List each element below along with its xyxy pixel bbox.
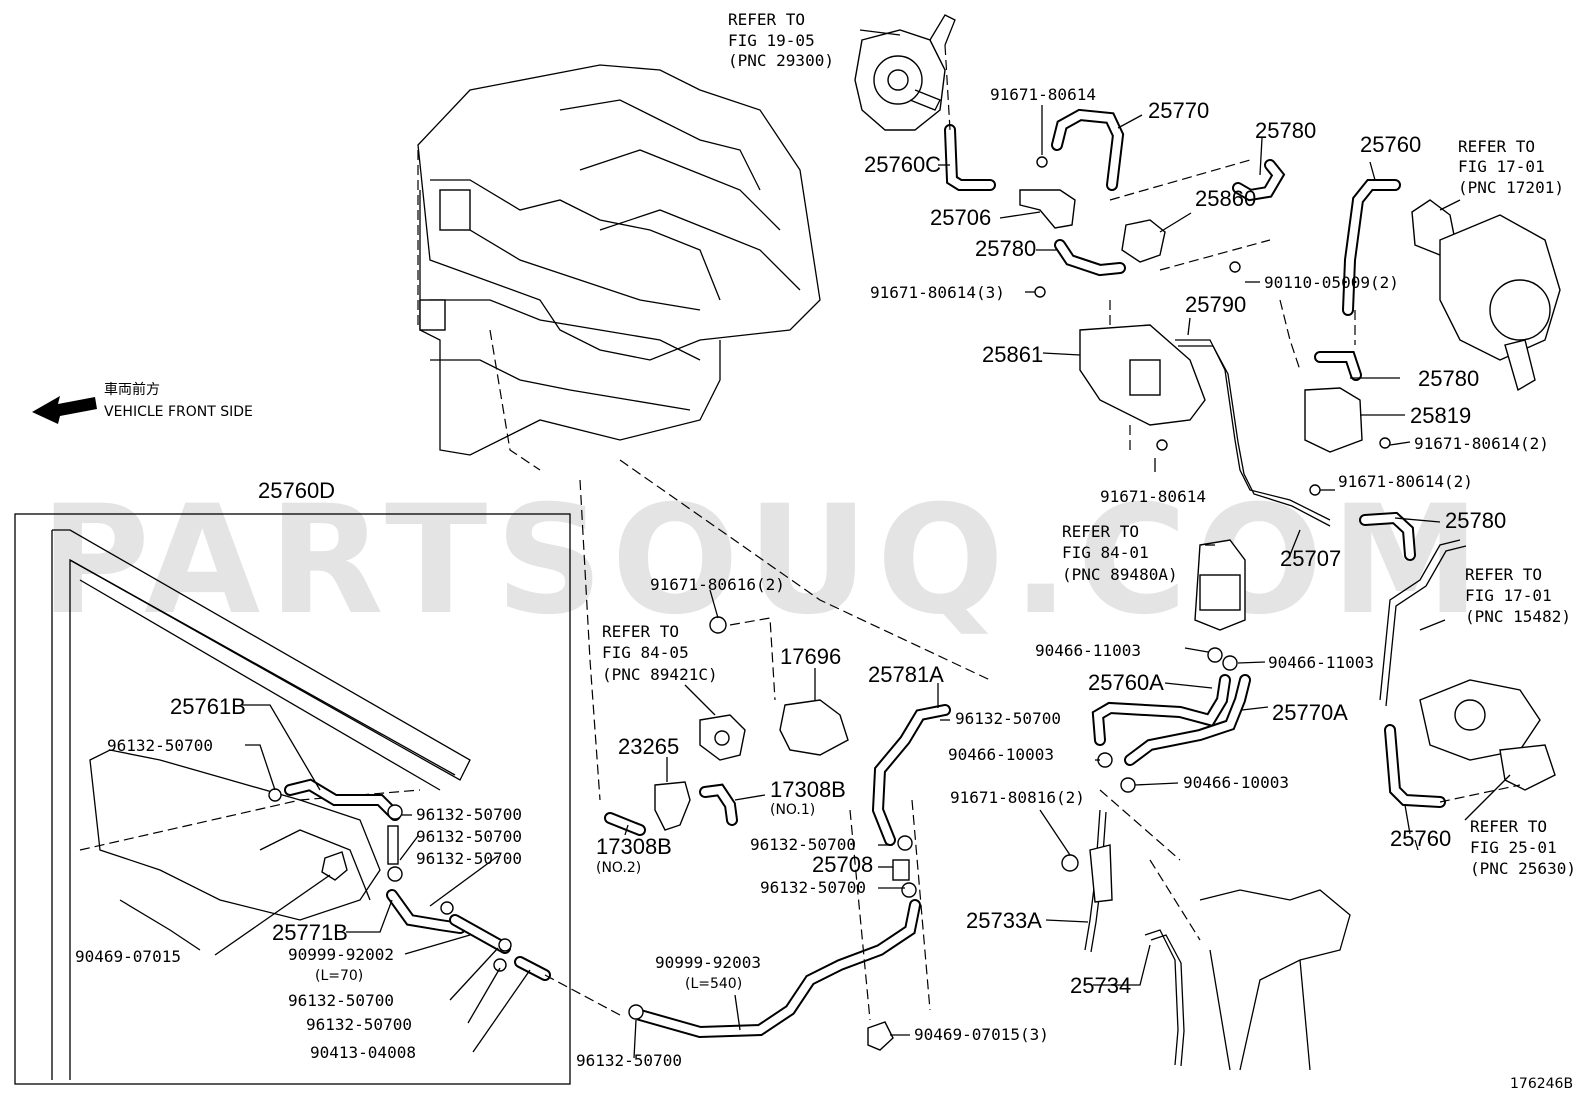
label-91671-80816: 91671-80816(2) bbox=[950, 788, 1085, 807]
label-25771B: 25771B bbox=[272, 920, 348, 945]
ref-1: REFER TO FIG 19-05 (PNC 29300) bbox=[728, 10, 834, 70]
ref-2-line-3: (PNC 17201) bbox=[1458, 178, 1564, 197]
diagram-id: 176246B bbox=[1510, 1076, 1573, 1092]
label-25760D: 25760D bbox=[258, 478, 335, 503]
label-90466-10003-a: 90466-10003 bbox=[948, 745, 1054, 764]
label-96132-50700-a: 96132-50700 bbox=[955, 709, 1061, 728]
vehicle-front-indicator: 車両前方 VEHICLE FRONT SIDE bbox=[32, 381, 253, 424]
ref-1-line-1: REFER TO bbox=[728, 10, 805, 29]
label-96132-50700-d: 96132-50700 bbox=[576, 1051, 682, 1070]
label-25706: 25706 bbox=[930, 205, 991, 230]
label-25760A: 25760A bbox=[1088, 670, 1164, 695]
ref-5-line-1: REFER TO bbox=[602, 622, 679, 641]
bolt-icons bbox=[1034, 156, 1391, 496]
ref-4-line-1: REFER TO bbox=[1465, 565, 1542, 584]
ref-5-line-3: (PNC 89421C) bbox=[602, 665, 718, 684]
ref-5-line-2: FIG 84-05 bbox=[602, 643, 689, 662]
label-25861: 25861 bbox=[982, 342, 1043, 367]
front-label-en: VEHICLE FRONT SIDE bbox=[104, 404, 253, 420]
label-25734: 25734 bbox=[1070, 973, 1131, 998]
ref-6-line-2: FIG 25-01 bbox=[1470, 838, 1557, 857]
ref-5: REFER TO FIG 84-05 (PNC 89421C) bbox=[602, 622, 718, 684]
egr-cooler-illustration bbox=[1419, 679, 1556, 791]
engine-illustration bbox=[417, 64, 821, 471]
label-17308B-no1: 17308B bbox=[770, 777, 846, 802]
label-25770: 25770 bbox=[1148, 98, 1209, 123]
front-arrow-icon bbox=[32, 396, 97, 424]
label-25781A: 25781A bbox=[868, 662, 944, 687]
label-96132-50700-h: 96132-50700 bbox=[416, 849, 522, 868]
ref-1-line-3: (PNC 29300) bbox=[728, 51, 834, 70]
label-25819: 25819 bbox=[1410, 403, 1471, 428]
ref-4-line-3: (PNC 15482) bbox=[1465, 607, 1571, 626]
label-91671-80614-b: 91671-80614 bbox=[1100, 487, 1206, 506]
label-90466-11003-b: 90466-11003 bbox=[1268, 653, 1374, 672]
label-25707: 25707 bbox=[1280, 546, 1341, 571]
label-90413-04008: 90413-04008 bbox=[310, 1043, 416, 1062]
label-25780-lower: 25780 bbox=[1445, 508, 1506, 533]
ref-4-line-2: FIG 17-01 bbox=[1465, 586, 1552, 605]
label-25790: 25790 bbox=[1185, 292, 1246, 317]
label-90469-07015: 90469-07015 bbox=[75, 947, 181, 966]
label-25708: 25708 bbox=[812, 852, 873, 877]
ref-3-line-1: REFER TO bbox=[1062, 522, 1139, 541]
label-25760-top: 25760 bbox=[1360, 132, 1421, 157]
label-96132-50700-f: 96132-50700 bbox=[416, 805, 522, 824]
label-90466-11003-a: 90466-11003 bbox=[1035, 641, 1141, 660]
ref-6: REFER TO FIG 25-01 (PNC 25630) bbox=[1470, 817, 1576, 878]
label-25860: 25860 bbox=[1195, 186, 1256, 211]
label-91671-80616: 91671-80616(2) bbox=[650, 575, 785, 594]
label-96132-50700-g: 96132-50700 bbox=[416, 827, 522, 846]
label-96132-50700-c: 96132-50700 bbox=[760, 878, 866, 897]
ref-1-line-2: FIG 19-05 bbox=[728, 31, 815, 50]
label-25780-right: 25780 bbox=[1418, 366, 1479, 391]
detail-box bbox=[14, 513, 571, 1085]
ref-3-line-2: FIG 84-01 bbox=[1062, 543, 1149, 562]
label-96132-50700-e: 96132-50700 bbox=[107, 736, 213, 755]
label-25780-top: 25780 bbox=[1255, 118, 1316, 143]
vacuum-pump-illustration bbox=[854, 14, 956, 131]
label-96132-50700-j: 96132-50700 bbox=[306, 1015, 412, 1034]
label-90999-92003-note: (L=540) bbox=[685, 976, 742, 992]
ref-6-line-3: (PNC 25630) bbox=[1470, 859, 1576, 878]
label-25780-mid: 25780 bbox=[975, 236, 1036, 261]
ref-3: REFER TO FIG 84-01 (PNC 89480A) bbox=[1062, 522, 1178, 584]
label-25761B: 25761B bbox=[170, 694, 246, 719]
label-91671-80614-2b: 91671-80614(2) bbox=[1338, 472, 1473, 491]
label-90999-92002-note: (L=70) bbox=[315, 968, 363, 984]
egr-valve-illustration bbox=[1411, 199, 1561, 392]
ref-4: REFER TO FIG 17-01 (PNC 15482) bbox=[1465, 565, 1571, 626]
label-17308B-no2: 17308B bbox=[596, 834, 672, 859]
label-17308B-no1-note: (NO.1) bbox=[770, 802, 815, 818]
label-90469-07015-3: 90469-07015(3) bbox=[914, 1025, 1049, 1044]
label-96132-50700-i: 96132-50700 bbox=[288, 991, 394, 1010]
front-label-jp: 車両前方 bbox=[104, 381, 160, 398]
leader-lines bbox=[214, 29, 1511, 1059]
label-90999-92002: 90999-92002 bbox=[288, 945, 394, 964]
label-25770A: 25770A bbox=[1272, 700, 1348, 725]
ref-6-line-1: REFER TO bbox=[1470, 817, 1547, 836]
ref-2: REFER TO FIG 17-01 (PNC 17201) bbox=[1458, 137, 1564, 197]
label-90999-92003: 90999-92003 bbox=[655, 953, 761, 972]
ref-3-line-3: (PNC 89480A) bbox=[1062, 565, 1178, 584]
label-17308B-no2-note: (NO.2) bbox=[596, 860, 641, 876]
label-91671-80614: 91671-80614 bbox=[990, 85, 1096, 104]
radiator-illustration bbox=[51, 529, 471, 1080]
label-17696: 17696 bbox=[780, 644, 841, 669]
label-96132-50700-b: 96132-50700 bbox=[750, 835, 856, 854]
label-23265: 23265 bbox=[618, 734, 679, 759]
label-25760-lower: 25760 bbox=[1390, 826, 1451, 851]
label-90466-10003-b: 90466-10003 bbox=[1183, 773, 1289, 792]
label-90110-05009: 90110-05009(2) bbox=[1264, 273, 1399, 292]
label-25760C: 25760C bbox=[864, 152, 941, 177]
label-25733A: 25733A bbox=[966, 908, 1042, 933]
ref-2-line-2: FIG 17-01 bbox=[1458, 157, 1545, 176]
label-91671-80614-2a: 91671-80614(2) bbox=[1414, 434, 1549, 453]
label-91671-80614-3: 91671-80614(3) bbox=[870, 283, 1005, 302]
ref-2-line-1: REFER TO bbox=[1458, 137, 1535, 156]
